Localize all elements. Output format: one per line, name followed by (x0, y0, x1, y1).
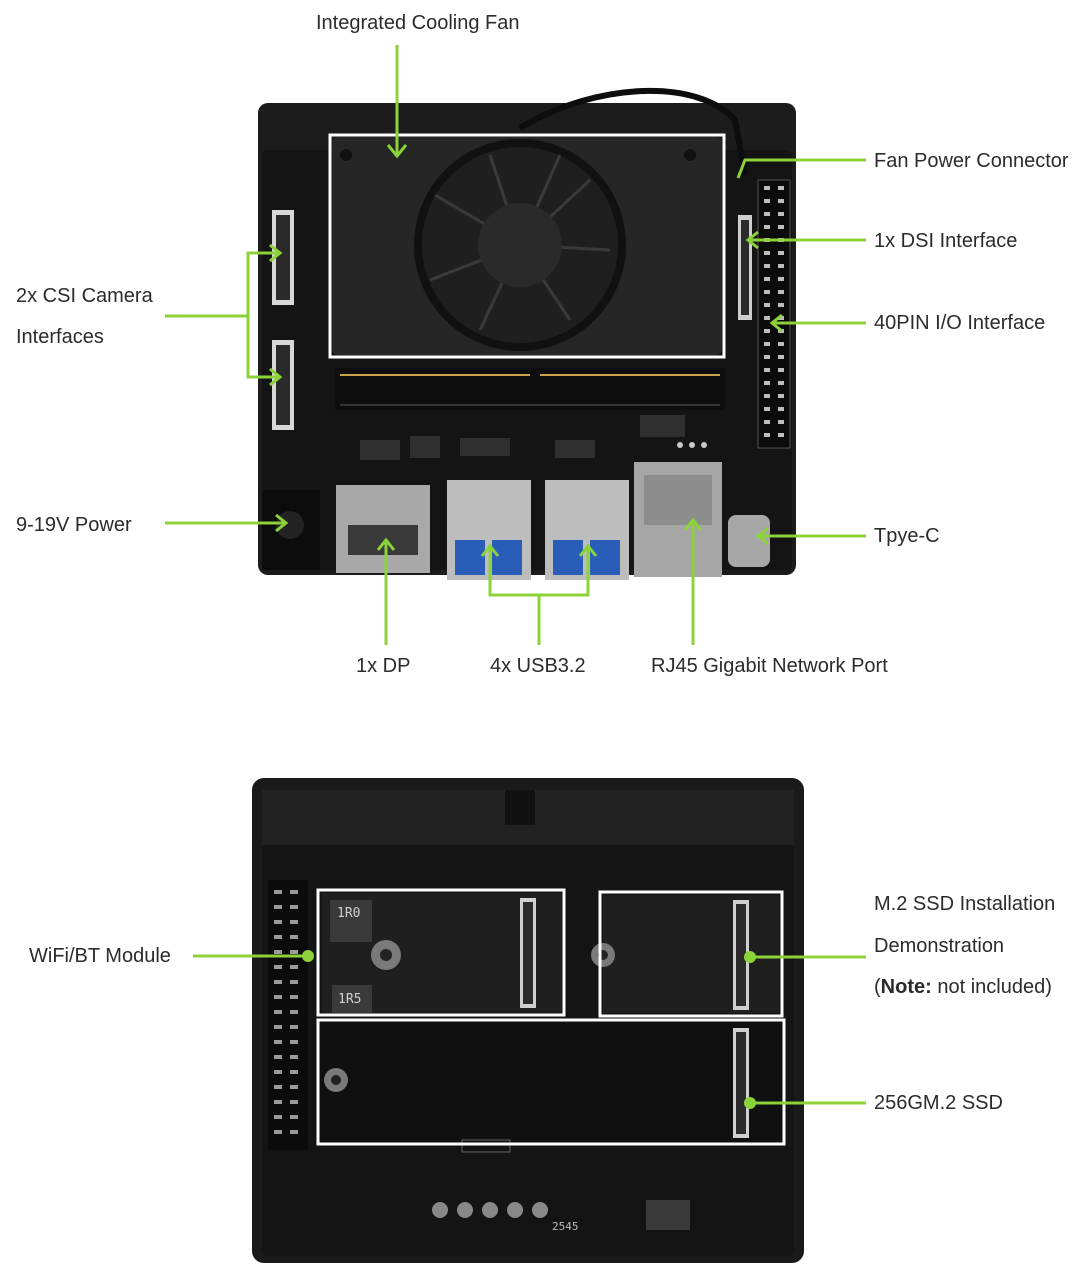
label-dp: 1x DP (356, 655, 411, 677)
note-rest: not included) (931, 976, 1052, 998)
callout-dots (302, 950, 756, 1109)
label-wifi-bt: WiFi/BT Module (29, 945, 171, 967)
label-m2-line2: Demonstration (874, 935, 1005, 957)
label-power: 9-19V Power (16, 514, 132, 536)
label-ssd: 256GM.2 SSD (874, 1092, 1003, 1114)
label-40pin-io: 40PIN I/O Interface (874, 312, 1046, 334)
label-integrated-cooling-fan: Integrated Cooling Fan (316, 12, 520, 34)
label-m2-line1: M.2 SSD Installation (874, 893, 1056, 915)
label-rj45: RJ45 Gigabit Network Port (651, 655, 888, 677)
bottom-board (252, 778, 804, 1263)
silkscreen-inductor2: 1R5 (338, 992, 362, 1007)
label-m2-note: (Note: not included) (874, 975, 1052, 999)
label-dsi-interface: 1x DSI Interface (874, 230, 1018, 252)
label-fan-power-connector: Fan Power Connector (874, 150, 1069, 172)
label-csi-line1: 2x CSI Camera (16, 285, 153, 307)
top-board (258, 88, 796, 580)
callout-lines (165, 45, 866, 1105)
silkscreen-inductor1: 1R0 (337, 906, 361, 921)
note-bold: Note: (880, 976, 932, 998)
label-type-c: Tpye-C (874, 525, 940, 547)
note-prefix: ( (874, 976, 881, 998)
label-usb: 4x USB3.2 (490, 655, 586, 677)
silkscreen-part: 2545 (552, 1220, 579, 1233)
label-csi-line2: Interfaces (16, 326, 104, 348)
